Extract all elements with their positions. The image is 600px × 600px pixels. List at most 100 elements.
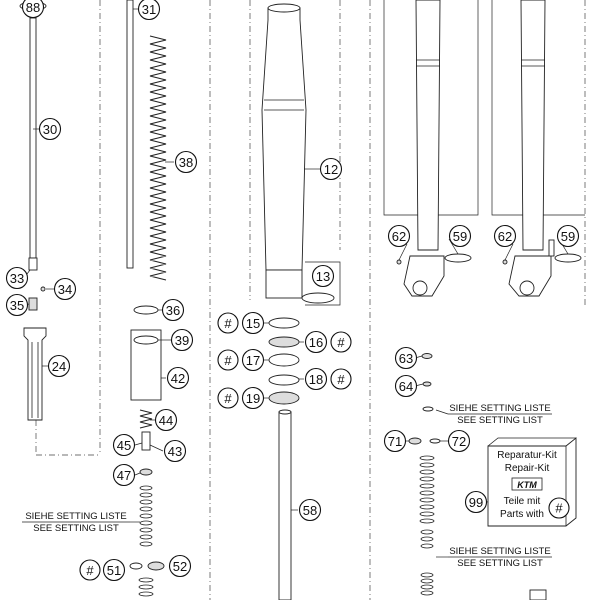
part-17-oil-seal	[268, 353, 300, 367]
callout-label-c72: 72	[452, 434, 466, 449]
callout-bubble-c18	[304, 367, 328, 391]
outer-tube-top	[267, 3, 301, 13]
callout-label-c12: 12	[324, 162, 338, 177]
hash-bubble-4	[217, 387, 239, 409]
callout-bubble-c15	[241, 311, 265, 335]
right-leg-frame	[491, 0, 585, 216]
callout-bubble-c12	[319, 157, 343, 181]
callout-label-c35: 35	[10, 298, 24, 313]
repair-kit-title-en: Repair-Kit	[505, 463, 550, 474]
part-39-seal	[133, 335, 159, 345]
callout-bubble-c51	[102, 558, 126, 582]
hash-symbol-2: #	[224, 353, 232, 368]
callout-bubble-c31	[137, 0, 161, 21]
hash-symbol-3: #	[337, 372, 345, 387]
part-12-outer-tube	[261, 7, 307, 271]
hash-symbol-4: #	[224, 391, 232, 406]
callout-bubble-c38	[174, 150, 198, 174]
callout-bubble-c62b	[493, 224, 517, 248]
hash-bubble-3	[330, 368, 352, 390]
callout-bubble-c71	[383, 429, 407, 453]
hash-symbol-0: #	[224, 316, 232, 331]
right-lower-leg	[520, 0, 546, 251]
callout-bubble-c72	[447, 429, 471, 453]
callout-label-c38: 38	[179, 155, 193, 170]
outer-tube-bottom	[265, 269, 303, 299]
setting-washer	[422, 406, 434, 412]
callout-label-c24: 24	[52, 359, 66, 374]
part-62-screw-right	[502, 259, 508, 265]
hash-symbol-1: #	[337, 335, 345, 350]
part-13-bushing	[301, 292, 335, 304]
callout-bubble-c17	[241, 348, 265, 372]
callout-bubble-c19	[241, 386, 265, 410]
callout-label-c42: 42	[171, 371, 185, 386]
callout-label-c47: 47	[117, 468, 131, 483]
part-52-nut	[147, 561, 165, 571]
setting-list-en-1: SEE SETTING LIST	[33, 523, 119, 534]
part-13-frame	[305, 261, 341, 306]
left-lower-leg	[415, 0, 441, 251]
part-59-ring-right	[554, 253, 582, 263]
hash-bubble	[548, 497, 570, 519]
setting-list-en-2: SEE SETTING LIST	[457, 415, 543, 426]
part-38-fork-spring	[149, 35, 167, 281]
repair-kit-top	[487, 437, 576, 447]
part-31-rod	[126, 0, 134, 269]
leader-line	[435, 409, 449, 415]
part-35-spring	[28, 297, 38, 311]
left-axle-hole	[412, 280, 428, 296]
shim-stack-midvalve	[138, 485, 154, 597]
callout-label-c44: 44	[159, 413, 173, 428]
setting-list-de-3: SIEHE SETTING LISTE	[449, 546, 550, 557]
callout-bubble-c58	[298, 498, 322, 522]
callout-label-c43: 43	[168, 444, 182, 459]
bleed-screw	[548, 239, 555, 257]
callout-bubble-c52	[168, 554, 192, 578]
callout-label-c13: 13	[316, 269, 330, 284]
callout-label-c59b: 59	[561, 229, 575, 244]
callout-bubble-c24	[47, 354, 71, 378]
part-72-washer	[429, 438, 441, 444]
callout-label-c31: 31	[142, 2, 156, 17]
callout-label-c64: 64	[399, 379, 413, 394]
callout-bubble-c13	[311, 264, 335, 288]
callout-label-c62a: 62	[392, 229, 406, 244]
callout-label-c33: 33	[10, 271, 24, 286]
callout-bubble-c62a	[387, 224, 411, 248]
callout-bubble-c45	[112, 433, 136, 457]
callout-label-c52: 52	[173, 559, 187, 574]
hash-symbol-5: #	[86, 563, 94, 578]
hash-bubble-2	[217, 349, 239, 371]
part-62-screw-left	[396, 259, 402, 265]
setting-list-de-1: SIEHE SETTING LISTE	[25, 511, 126, 522]
callout-bubble-c99	[464, 490, 488, 514]
part-33-needle	[28, 257, 38, 271]
callout-bubble-c16	[304, 330, 328, 354]
part-64-washer	[422, 381, 432, 387]
part-45-bolt	[141, 431, 151, 451]
part-58-inner-tube	[278, 411, 292, 600]
callout-label-c63: 63	[399, 351, 413, 366]
callout-bubble-c36	[161, 298, 185, 322]
right-axle-hole	[519, 280, 535, 296]
part-15-dust-seal	[268, 317, 300, 329]
leader-lines	[23, 8, 569, 511]
callout-label-c34: 34	[58, 282, 72, 297]
base-valve-body	[529, 589, 547, 600]
callout-label-c99: 99	[469, 495, 483, 510]
callout-label-c16: 16	[309, 335, 323, 350]
callout-label-c59a: 59	[453, 229, 467, 244]
callout-label-c45: 45	[117, 438, 131, 453]
hash-bubble-1	[330, 331, 352, 353]
callout-bubble-c35	[5, 293, 29, 317]
callout-bubble-c30	[38, 117, 62, 141]
callout-bubble-c43	[163, 439, 187, 463]
part-16-clip	[268, 336, 300, 348]
part-34-ball	[40, 286, 46, 292]
callout-label-c71: 71	[388, 434, 402, 449]
callout-bubble-c63	[394, 346, 418, 370]
